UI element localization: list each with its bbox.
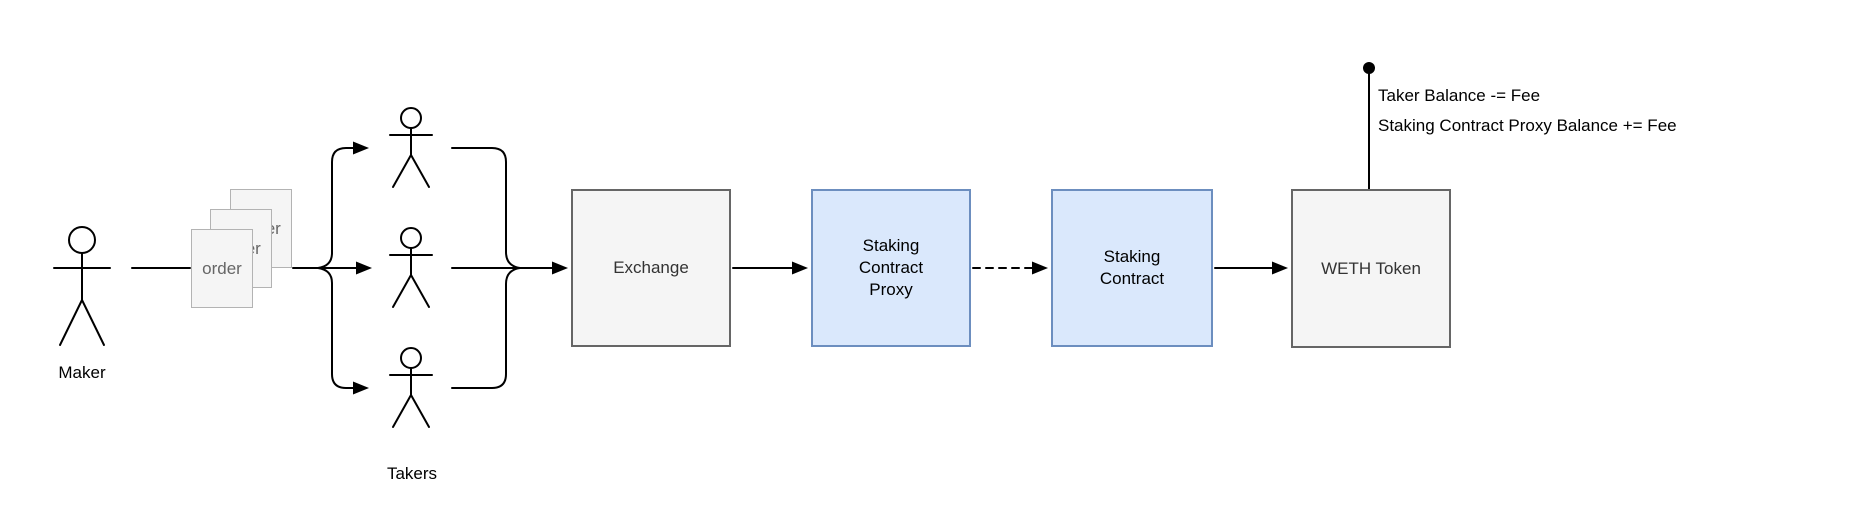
merge-connector-takers-to-exchange [451,147,554,389]
arrowhead-weth [1272,261,1288,275]
fee-annotation: Taker Balance -= Fee Staking Contract Pr… [1378,81,1677,141]
node-weth-token-label: WETH Token [1321,258,1421,278]
takers-caption: Takers [386,464,438,483]
node-staking-contract-proxy-label: Staking Contract Proxy [858,236,924,299]
endpoint-dot [1363,62,1375,74]
order-document-front: order [191,229,253,308]
arrowhead-staking [1032,261,1048,275]
fee-annotation-line1: Taker Balance -= Fee [1378,86,1541,105]
node-staking-contract: Staking Contract [1051,189,1213,347]
arrowhead-proxy [792,261,808,275]
taker-actor-icon-middle [389,227,433,308]
arrowhead-taker-top [353,141,369,155]
node-staking-contract-proxy: Staking Contract Proxy [811,189,971,347]
order-label: order [202,258,242,278]
arrowhead-taker-bottom [353,381,369,395]
node-exchange-label: Exchange [613,258,689,277]
split-connector-orders-to-takers [292,147,358,389]
node-staking-contract-label: Staking Contract [1099,247,1165,288]
node-weth-token: WETH Token [1291,189,1451,348]
fee-annotation-line2: Staking Contract Proxy Balance += Fee [1378,116,1677,135]
arrowhead-taker-middle [356,261,372,275]
node-exchange: Exchange [571,189,731,347]
taker-actor-icon-bottom [389,347,433,428]
maker-caption: Maker [58,363,106,382]
maker-actor-icon [53,226,111,346]
taker-actor-icon-top [389,107,433,188]
arrowhead-exchange [552,261,568,275]
